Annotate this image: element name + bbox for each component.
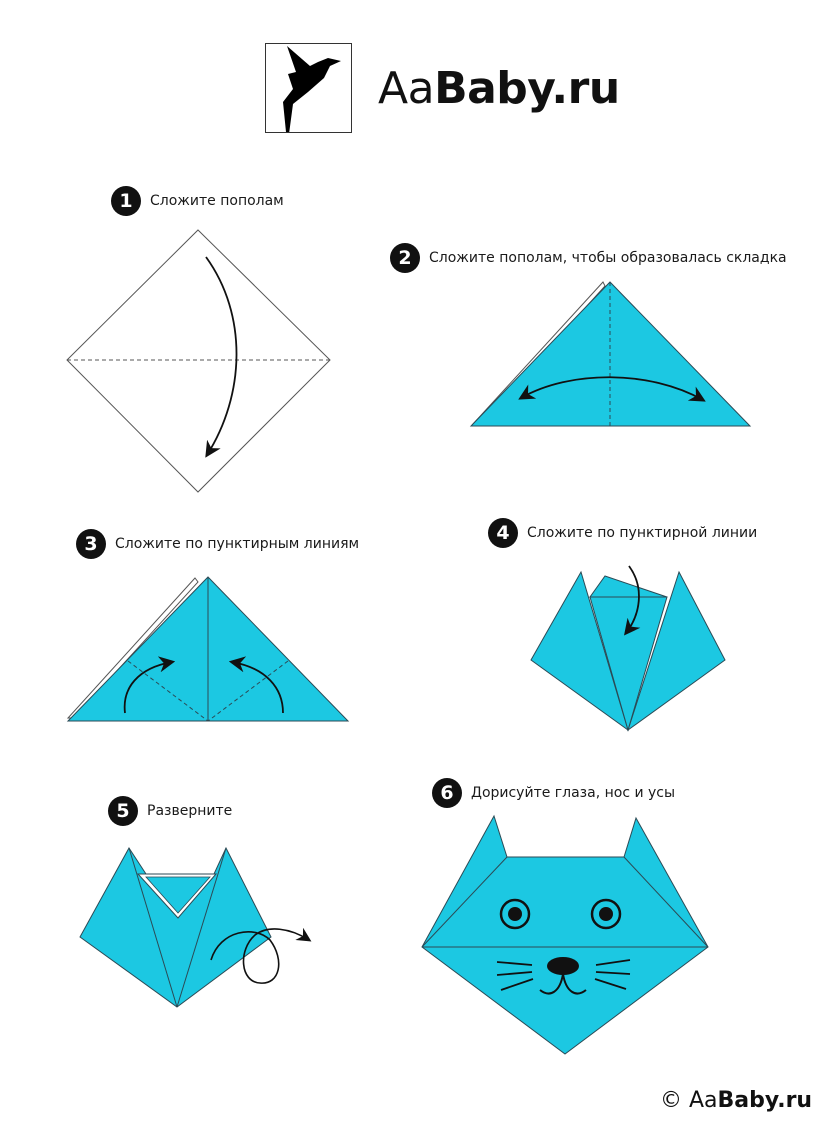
top-fold-inner [145, 876, 211, 914]
paper-square [66, 229, 331, 493]
step-1-label: 1 Сложите пополам [111, 186, 284, 216]
logo-box [265, 43, 352, 134]
step-4-label: 4 Сложите по пунктирной линии [488, 518, 757, 548]
step-2-number: 2 [390, 243, 420, 273]
cat-face [421, 814, 709, 1055]
step-5-label: 5 Разверните [108, 796, 232, 826]
origami-bird-icon [283, 46, 341, 134]
left-ear-crease [421, 856, 508, 948]
left-dashed-line [127, 660, 209, 722]
step-2-text: Сложите пополам, чтобы образовалась скла… [429, 250, 787, 266]
right-crease [176, 847, 227, 1008]
top-flap [589, 575, 668, 598]
left-eye-pupil [508, 907, 522, 921]
head-shape [79, 846, 272, 1008]
logo-bold: Baby.ru [434, 63, 620, 114]
step-6-text: Дорисуйте глаза, нос и усы [471, 785, 676, 801]
whiskers [496, 959, 631, 991]
step-6-label: 6 Дорисуйте глаза, нос и усы [432, 778, 675, 808]
step-5-text: Разверните [147, 803, 233, 819]
left-crease [128, 847, 178, 1008]
cat-nose [547, 957, 579, 975]
footer-brand-light: Aa [689, 1088, 718, 1113]
right-ear-crease [623, 856, 709, 948]
logo-light: Aa [378, 63, 435, 114]
fold-arrow [205, 256, 238, 458]
step-5-number: 5 [108, 796, 138, 826]
right-eye-pupil [599, 907, 613, 921]
step-1-text: Сложите пополам [150, 193, 284, 209]
step-3-text: Сложите по пунктирным линиям [115, 536, 360, 552]
step-6-number: 6 [432, 778, 462, 808]
step-5-diagram [79, 846, 312, 1008]
step-3-label: 3 Сложите по пунктирным линиям [76, 529, 359, 559]
turn-over-arrow [210, 927, 312, 984]
step-4-text: Сложите по пунктирной линии [527, 525, 758, 541]
footer-brand-bold: Baby.ru [717, 1088, 813, 1113]
right-dashed-line [207, 660, 289, 722]
copyright-footer[interactable]: © AaBaby.ru [660, 1087, 812, 1115]
cat-mouth [539, 973, 587, 995]
right-eye-ring [590, 898, 622, 930]
step-1-diagram [66, 229, 331, 493]
step-2-diagram [469, 281, 752, 427]
step-3-number: 3 [76, 529, 106, 559]
step-1-number: 1 [111, 186, 141, 216]
left-fold-arrow [123, 656, 176, 714]
step-4-diagram [530, 565, 726, 732]
left-ear-panel [530, 570, 629, 732]
left-eye-ring [499, 898, 531, 930]
fold-down-arrow [624, 565, 641, 636]
site-logo-text[interactable]: AaBaby.ru [378, 62, 620, 116]
step-3-diagram [66, 576, 350, 722]
step-6-diagram [421, 814, 709, 1055]
step-4-number: 4 [488, 518, 518, 548]
right-fold-arrow [228, 656, 284, 714]
fold-unfold-arrow [518, 376, 706, 402]
step-2-label: 2 Сложите пополам, чтобы образовалась ск… [390, 243, 787, 273]
copyright-icon: © [660, 1088, 682, 1113]
right-ear-panel [627, 570, 726, 732]
